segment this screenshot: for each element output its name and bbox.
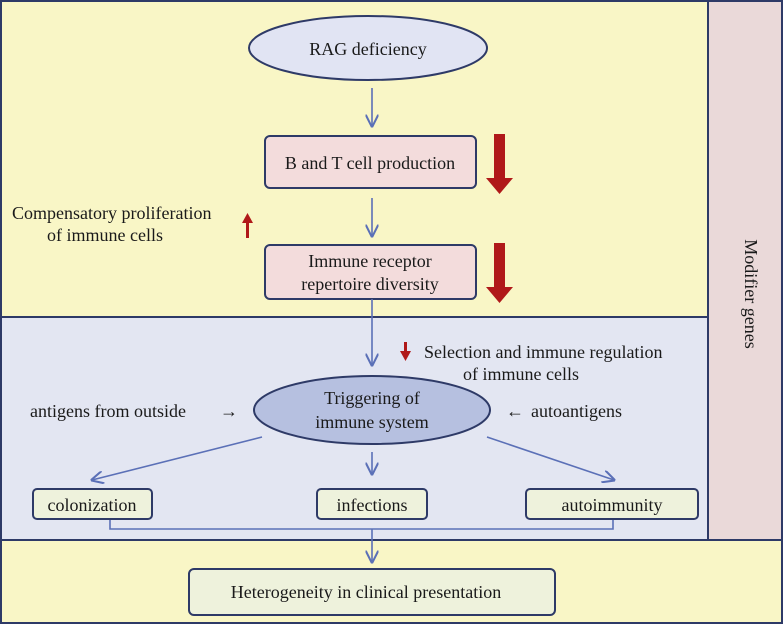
selection-label-line2: of immune cells <box>463 364 579 384</box>
autoimmunity-label: autoimmunity <box>562 495 663 515</box>
repertoire-label-line1: Immune receptor <box>308 251 431 271</box>
decrease-small-arrow-icon <box>400 342 411 361</box>
bt-production-label: B and T cell production <box>285 153 455 173</box>
autoimmunity-node <box>525 488 699 520</box>
right-arrow-icon: → <box>220 401 238 421</box>
compensatory-label-line1: Compensatory proliferation <box>12 203 211 223</box>
increase-arrow-icon <box>242 213 253 238</box>
compensatory-label-line2: of immune cells <box>47 225 163 245</box>
rag-deficiency-node <box>248 15 488 81</box>
antigens-outside-label: antigens from outside <box>30 401 186 421</box>
triggering-label-line2: immune system <box>315 412 429 432</box>
connector-trigger-to-autoimmunity <box>486 436 614 480</box>
decrease-arrow-icon <box>486 243 513 303</box>
colonization-label: colonization <box>48 495 137 515</box>
modifier-genes-panel <box>707 0 783 541</box>
modifier-genes-label: Modifier genes <box>741 239 761 348</box>
left-arrow-icon: ← <box>506 401 524 421</box>
repertoire-label-line2: repertoire diversity <box>301 274 438 294</box>
selection-label-line1: Selection and immune regulation <box>424 342 662 362</box>
bt-production-node <box>264 135 477 189</box>
triggering-immune-system-node <box>253 375 491 445</box>
heterogeneity-label: Heterogeneity in clinical presentation <box>231 582 501 602</box>
infections-label: infections <box>337 495 408 515</box>
rag-deficiency-label: RAG deficiency <box>309 39 426 59</box>
autoantigens-label: autoantigens <box>531 401 622 421</box>
outcomes-bracket <box>109 520 614 530</box>
colonization-node <box>32 488 153 520</box>
repertoire-diversity-node <box>264 244 477 300</box>
heterogeneity-node <box>188 568 556 616</box>
connector-trigger-to-colonization <box>92 436 263 480</box>
infections-node <box>316 488 428 520</box>
triggering-label-line1: Triggering of <box>324 388 420 408</box>
decrease-arrow-icon <box>486 134 513 194</box>
